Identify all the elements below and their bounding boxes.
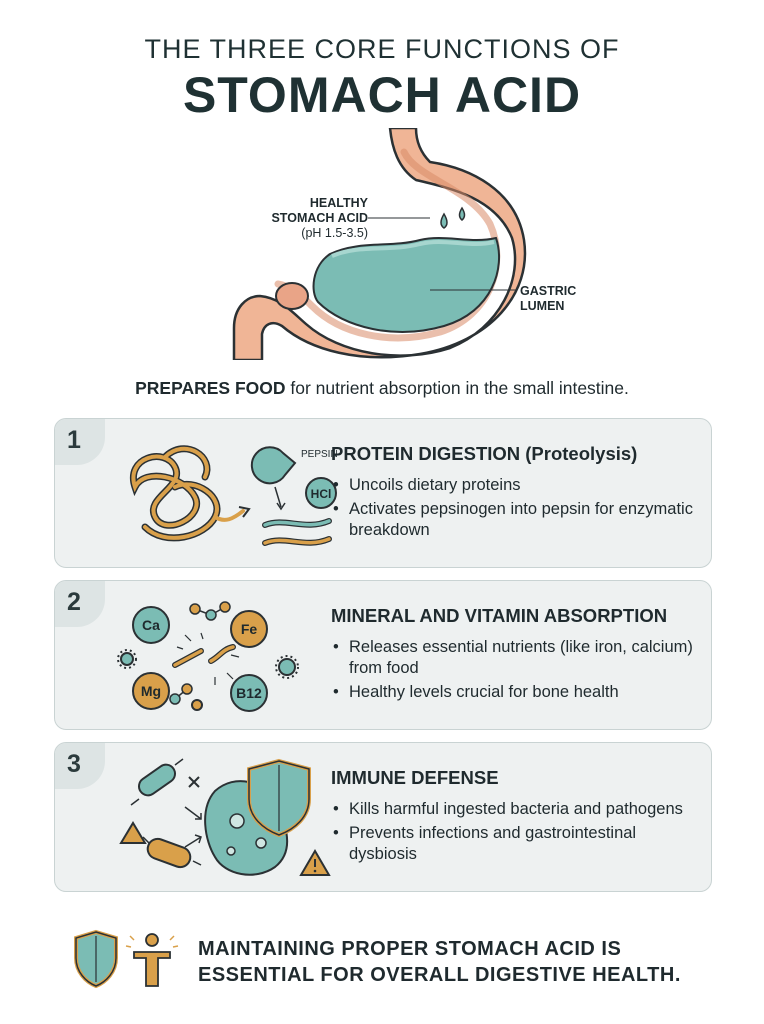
card-heading: MINERAL AND VITAMIN ABSORPTION [331, 605, 668, 626]
acid-label: HEALTHY STOMACH ACID (pH 1.5-3.5) [258, 196, 368, 241]
lumen-label: GASTRIC LUMEN [520, 284, 576, 314]
card-bullets: Kills harmful ingested bacteria and path… [331, 799, 706, 868]
footer-line-1: MAINTAINING PROPER STOMACH ACID IS [198, 938, 622, 960]
acid-label-line1: HEALTHY [309, 196, 368, 210]
card-number: 1 [67, 426, 81, 454]
card-bullets: Releases essential nutrients (like iron,… [331, 637, 706, 706]
stomach-illustration [232, 128, 527, 360]
iron-label: Fe [241, 621, 258, 637]
page-title: STOMACH ACID [182, 67, 582, 123]
person-icon [125, 933, 179, 987]
hcl-label: HCl [311, 487, 332, 501]
card-protein-digestion: 1 PEPSIN HCl PROTEIN DIGEST [54, 418, 712, 568]
intro-text: PREPARES FOOD for nutrient absorption in… [0, 378, 764, 399]
lumen-label-line2: LUMEN [520, 299, 565, 313]
footer-line-2: ESSENTIAL FOR OVERALL DIGESTIVE HEALTH. [198, 964, 681, 986]
bullet-item: Kills harmful ingested bacteria and path… [331, 799, 706, 820]
intro-rest: for nutrient absorption in the small int… [285, 378, 629, 398]
b12-label: B12 [236, 685, 262, 701]
mineral-molecules-icon: Ca Fe Mg B12 [117, 601, 299, 712]
acid-label-line2: STOMACH ACID [271, 211, 368, 225]
card-heading: IMMUNE DEFENSE [331, 767, 499, 788]
footer-message: MAINTAINING PROPER STOMACH ACID IS ESSEN… [198, 936, 738, 988]
card-number: 3 [67, 750, 81, 778]
shield-icon [74, 929, 118, 989]
bullet-item: Healthy levels crucial for bone health [331, 682, 706, 703]
intro-bold: PREPARES FOOD [135, 378, 286, 398]
bullet-item: Releases essential nutrients (like iron,… [331, 637, 706, 679]
pepsin-label: PEPSIN [301, 449, 338, 460]
lumen-label-line1: GASTRIC [520, 284, 577, 298]
card-mineral-absorption: 2 Ca Fe Mg B12 [54, 580, 712, 730]
magnesium-label: Mg [141, 683, 161, 699]
footer-icons [74, 929, 179, 989]
bullet-item: Prevents infections and gastrointestinal… [331, 823, 706, 865]
title-line-1: THE THREE CORE FUNCTIONS OF [144, 34, 620, 64]
card-immune-defense: 3 IMMUNE DEFENSE Kills [54, 742, 712, 892]
card-bullets: Uncoils dietary proteins Activates pepsi… [331, 475, 706, 544]
tangled-protein-icon: PEPSIN HCl [129, 445, 338, 546]
card-number: 2 [67, 588, 81, 616]
bullet-item: Uncoils dietary proteins [331, 475, 706, 496]
bullet-item: Activates pepsinogen into pepsin for enz… [331, 499, 706, 541]
acid-ph-range: (pH 1.5-3.5) [301, 226, 368, 240]
card-heading: PROTEIN DIGESTION (Proteolysis) [331, 443, 638, 464]
calcium-label: Ca [142, 617, 160, 633]
bacteria-icon [119, 758, 331, 876]
